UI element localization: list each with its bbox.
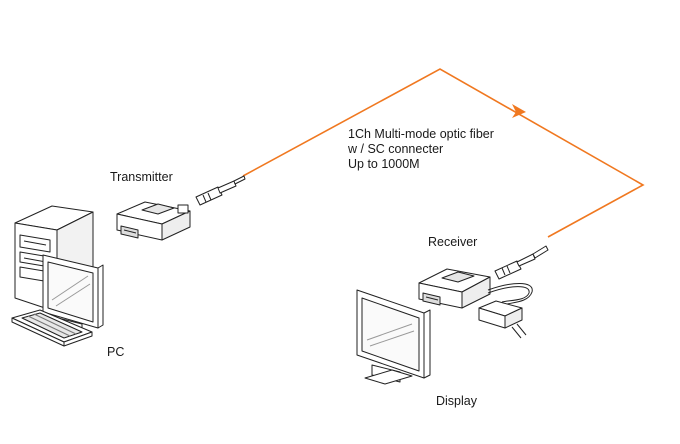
fiber-spec-line1: 1Ch Multi-mode optic fiber xyxy=(348,127,494,141)
display-monitor-icon xyxy=(356,289,431,385)
fiber-direction-arrow-icon xyxy=(512,104,526,118)
power-adapter-icon xyxy=(478,300,527,339)
transmitter-device-icon xyxy=(116,201,191,241)
sc-connector-icon xyxy=(195,175,246,206)
receiver-device-icon xyxy=(418,268,491,309)
transmitter-label: Transmitter xyxy=(110,170,173,184)
display-label: Display xyxy=(436,394,477,408)
keyboard-icon xyxy=(11,309,93,347)
fiber-spec-line3: Up to 1000M xyxy=(348,157,420,171)
receiver-label: Receiver xyxy=(428,235,478,249)
power-cable xyxy=(487,283,533,307)
fiber-spec-line2: w / SC connecter xyxy=(348,142,444,156)
sc-connector-icon xyxy=(494,245,549,280)
pc-label: PC xyxy=(107,345,125,359)
fiber-cable xyxy=(242,68,645,238)
